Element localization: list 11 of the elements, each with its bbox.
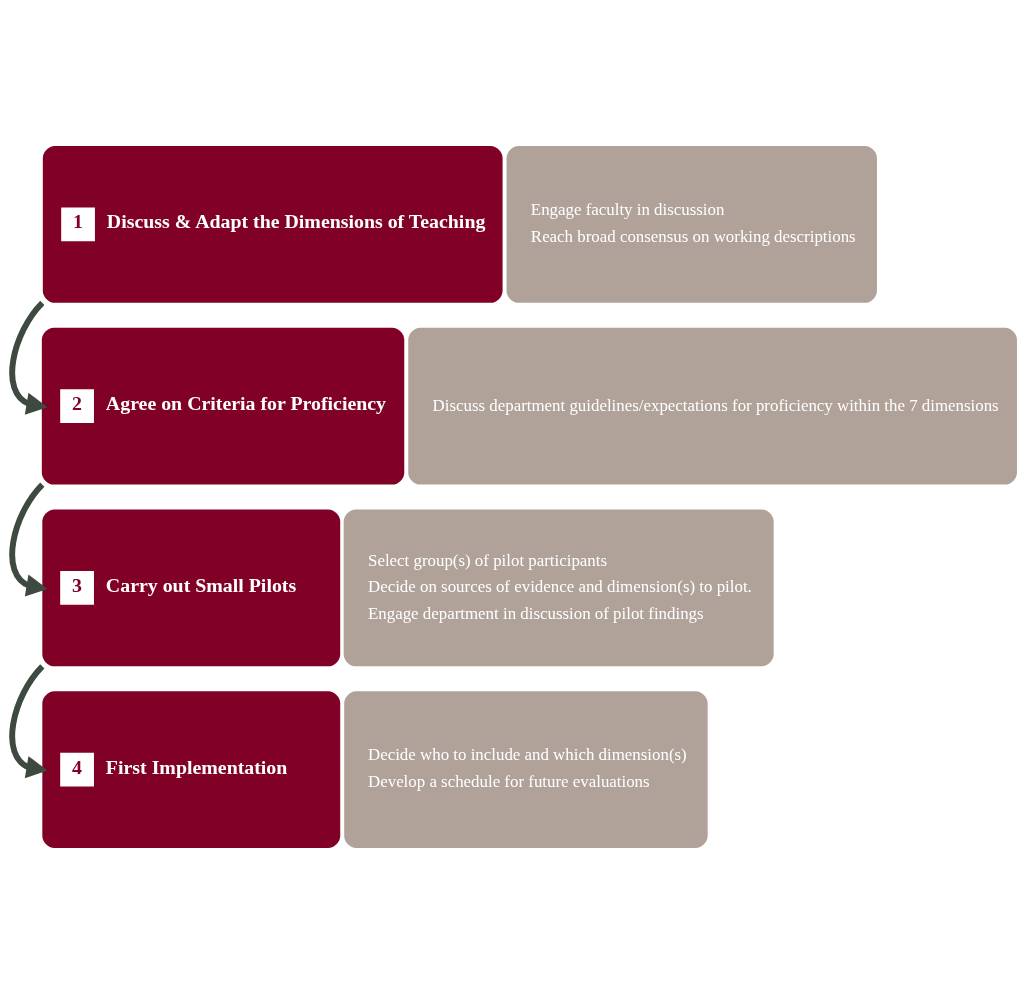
node-box: Engage faculty in discussion Reach broad consensus on working descriptions (506, 145, 877, 303)
node-box: 4 First Implementation (42, 691, 341, 849)
node-box: Select group(s) of pilot participants Decide on sources of evidence and dimension(s) to pilot. Engage department in discussion of pilot findings (343, 509, 774, 667)
node-box: 3 Carry out Small Pilots (42, 509, 341, 667)
node-box: Discuss department guidelines/expectations for proficiency within the 7 dimensions (408, 327, 1017, 485)
node-box: 2 Agree on Criteria for Proficiency (41, 327, 405, 485)
arrow (9, 482, 48, 597)
arrow (9, 664, 48, 779)
arrow (9, 300, 48, 415)
node-box: Decide who to include and which dimension(s) Develop a schedule for future evaluations (344, 691, 708, 849)
node-box: 1 Discuss & Adapt the Dimensions of Teaching (42, 145, 503, 303)
